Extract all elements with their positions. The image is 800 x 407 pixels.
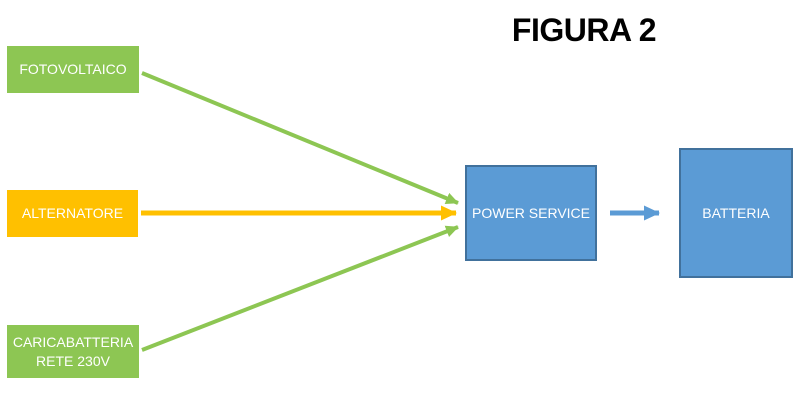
node-fotovoltaico: FOTOVOLTAICO [7, 46, 139, 93]
arrow-caricabatteria-to-power-service [141, 225, 459, 352]
node-caricabatteria: CARICABATTERIA RETE 230V [7, 325, 139, 378]
node-power-service: POWER SERVICE [465, 165, 597, 261]
figure-title: FIGURA 2 [511, 12, 657, 48]
arrow-fotovoltaico-to-power-service [141, 71, 459, 205]
node-batteria: BATTERIA [679, 148, 793, 278]
node-alternatore: ALTERNATORE [7, 190, 138, 237]
